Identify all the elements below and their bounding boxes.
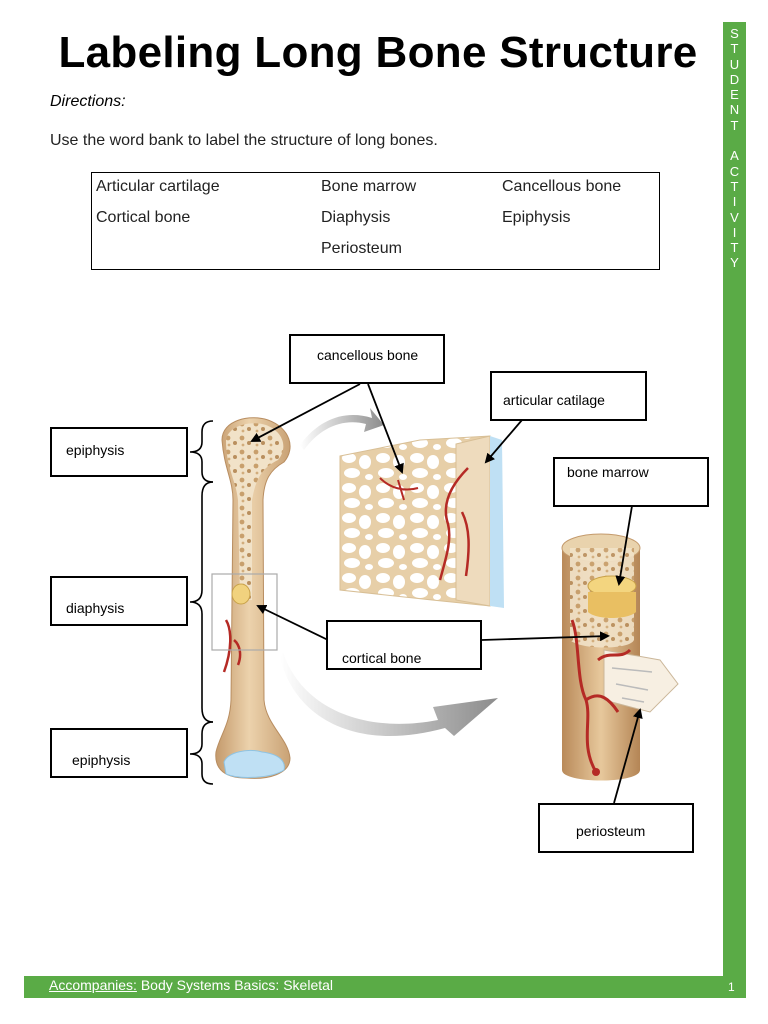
word-bank-item: Epiphysis: [502, 209, 571, 226]
word-bank-item: Bone marrow: [321, 178, 417, 195]
side-tab-letter: D: [729, 71, 740, 87]
word-bank-item: Articular cartilage: [96, 178, 220, 195]
side-tab-letter: I: [732, 194, 737, 210]
side-tab-letter: S: [730, 26, 739, 41]
side-tab-letter: [733, 133, 737, 148]
accompanies-link[interactable]: Accompanies:: [49, 977, 137, 993]
footer-bar: [24, 976, 746, 998]
label-box-diaphysis: diaphysis: [50, 576, 188, 626]
label-periosteum: periosteum: [576, 823, 646, 839]
side-tab-letter: U: [729, 56, 740, 72]
word-bank-item: Periosteum: [321, 240, 402, 257]
footer: Accompanies: Body Systems Basics: Skelet…: [49, 977, 333, 993]
word-bank-item: Cancellous bone: [502, 178, 622, 195]
side-tab-letter: T: [730, 41, 739, 57]
arrow-cancellous-bone-icon: [250, 383, 361, 442]
side-tab-letter: T: [730, 178, 739, 194]
arrow-bone-marrow-icon: [615, 505, 633, 586]
label-box-epiphysis-bottom: epiphysis: [50, 728, 188, 778]
student-activity-tab: S T U D E N T A C T I V I T Y: [723, 26, 746, 271]
side-tab-letter: E: [730, 87, 739, 103]
side-tab-letter: I: [732, 224, 737, 240]
side-tab-letter: A: [730, 148, 739, 164]
label-box-cortical-bone: cortical bone: [326, 620, 482, 670]
label-box-periosteum: periosteum: [538, 803, 694, 853]
brace-lines: [189, 420, 214, 785]
student-activity-sidebar: [723, 22, 746, 982]
label-box-cancellous-bone: cancellous bone: [289, 334, 445, 384]
side-tab-letter: C: [729, 163, 740, 179]
footer-course-text: Body Systems Basics: Skeletal: [136, 977, 334, 993]
arrow-cortical-bone-left-icon: [256, 604, 329, 641]
label-diaphysis: diaphysis: [66, 600, 125, 616]
curved-arrow-top-icon: [300, 408, 384, 450]
side-tab-letter: T: [730, 117, 739, 133]
arrow-periosteum-icon: [613, 708, 643, 804]
side-tab-letter: T: [730, 240, 739, 256]
instructions-text: Use the word bank to label the structure…: [50, 132, 438, 149]
word-bank-item: Diaphysis: [321, 209, 391, 226]
page-number: 1: [728, 980, 735, 994]
word-bank-item: Cortical bone: [96, 209, 191, 226]
cancellous-block-illustration: [339, 435, 504, 608]
directions-label: Directions:: [50, 93, 126, 110]
label-box-bone-marrow: bone marrow: [553, 457, 709, 507]
word-bank: Articular cartilage Bone marrow Cancello…: [91, 172, 660, 270]
bone-section-illustration: [561, 533, 679, 781]
arrow-cancellous-block-icon: [367, 383, 404, 474]
label-articular-cartilage: articular catilage: [503, 392, 605, 408]
label-cancellous-bone: cancellous bone: [317, 347, 419, 363]
side-tab-letter: Y: [730, 255, 739, 271]
label-bone-marrow: bone marrow: [567, 464, 649, 480]
arrow-cortical-bone-right-icon: [481, 631, 610, 642]
side-tab-letter: N: [729, 102, 740, 118]
side-tab-letter: V: [730, 209, 739, 225]
label-box-epiphysis-top: epiphysis: [50, 427, 188, 477]
page-title: Labeling Long Bone Structure: [58, 28, 698, 77]
label-cortical-bone: cortical bone: [342, 650, 422, 666]
arrow-articular-cartilage-icon: [484, 419, 523, 464]
curved-arrow-bottom-icon: [280, 652, 498, 736]
label-epiphysis-bottom: epiphysis: [72, 752, 131, 768]
label-epiphysis-top: epiphysis: [66, 442, 125, 458]
label-box-articular-cartilage: articular catilage: [490, 371, 647, 421]
long-bone-illustration: [211, 417, 291, 779]
